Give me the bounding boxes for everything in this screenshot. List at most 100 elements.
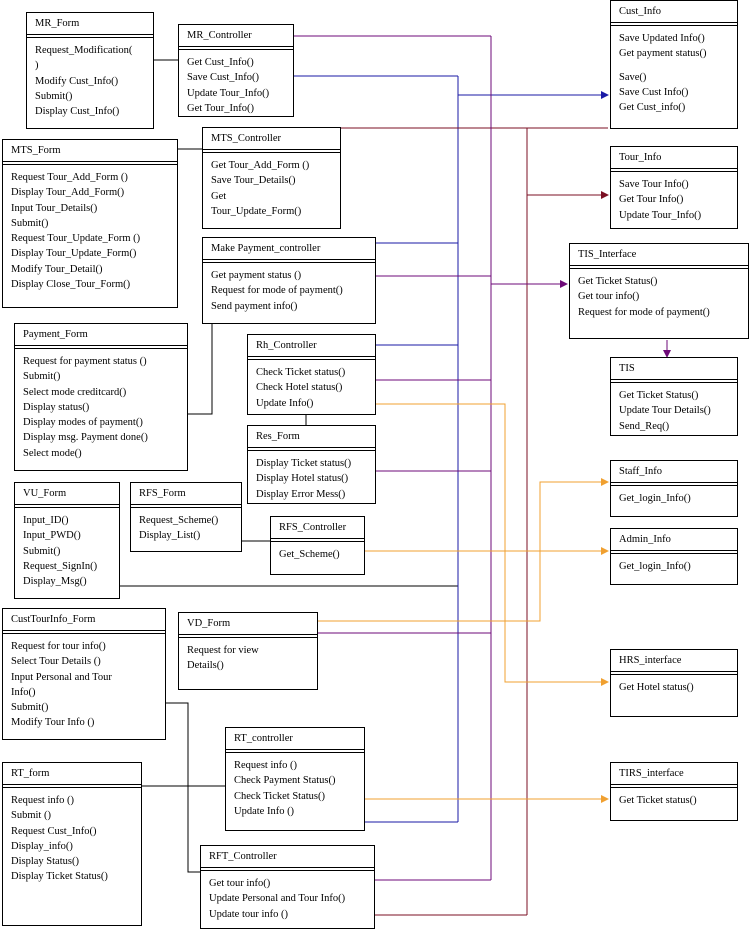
- operation: Display msg. Payment done(): [23, 432, 148, 444]
- attribute-compartment: [179, 634, 317, 638]
- operation: Update Tour Details(): [619, 405, 711, 417]
- operation: Get Tour_Add_Form (): [211, 160, 310, 171]
- operation: Select Tour Details (): [11, 656, 101, 668]
- operation: Request for payment status (): [23, 356, 147, 367]
- attribute-compartment: [203, 259, 375, 263]
- class-name: Make Payment_controller: [211, 243, 321, 254]
- operation: Get Hotel status(): [619, 682, 694, 693]
- attribute-compartment: [271, 538, 364, 542]
- operation: Modify Cust_Info(): [35, 75, 119, 87]
- operation: Request info (): [11, 795, 74, 806]
- operation: Get Tour_Info(): [187, 102, 255, 114]
- operation: Display status(): [23, 401, 90, 413]
- attribute-compartment: [203, 149, 340, 153]
- operation: Submit (): [11, 810, 51, 822]
- class-name: TIRS_interface: [619, 768, 684, 779]
- operation: Display Tour_Add_Form(): [11, 187, 125, 199]
- operation: Update Info(): [256, 397, 314, 409]
- operation: Get Ticket Status(): [578, 276, 658, 287]
- operation: Check Hotel status(): [256, 382, 343, 394]
- operation: Get_Scheme(): [279, 549, 340, 560]
- class-name: TIS_Interface: [578, 249, 637, 260]
- attribute-compartment: [179, 46, 293, 50]
- attribute-compartment: [27, 34, 153, 38]
- operations-compartment: Save Updated Info()Get payment status()S…: [611, 26, 737, 115]
- operation: Send_Req(): [619, 420, 670, 432]
- operations-compartment: Check Ticket status() Check Hotel status(…: [248, 360, 375, 411]
- operations-compartment: Get Ticket Status() Get tour info()Reque…: [570, 269, 748, 320]
- attribute-compartment: [201, 867, 374, 871]
- attribute-compartment: [3, 161, 177, 165]
- class-name: MTS_Controller: [211, 133, 281, 144]
- operations-compartment: Request info ()Check Payment Status()Che…: [226, 753, 364, 819]
- operation: Display Error Mess(): [256, 488, 346, 500]
- operation: ): [35, 60, 39, 72]
- attribute-compartment: [611, 550, 737, 554]
- operation: Request Tour_Update_Form (): [11, 233, 141, 245]
- operation: Input Tour_Details(): [11, 202, 98, 214]
- operation: Request_SignIn(): [23, 560, 98, 572]
- operations-compartment: Get tour info()Update Personal and Tour …: [201, 871, 374, 922]
- operations-compartment: Display Ticket status()Display Hotel sta…: [248, 451, 375, 502]
- operation: Get_login_Info(): [619, 561, 691, 572]
- operation: Display Status(): [11, 856, 79, 868]
- attribute-compartment: [611, 379, 737, 383]
- operation: Check Ticket status(): [256, 367, 346, 378]
- operation: Request for mode of payment(): [211, 285, 343, 297]
- operation: Get: [211, 190, 227, 202]
- operations-compartment: Get_login_Info(): [611, 486, 737, 506]
- operation: Get tour info(): [209, 878, 271, 889]
- class-name: Res_Form: [256, 431, 300, 442]
- operation: Get Cust_Info(): [187, 57, 254, 68]
- operation: Select mode(): [23, 447, 82, 459]
- class-name: TIS: [619, 363, 635, 374]
- operation: Request_Scheme(): [139, 515, 219, 526]
- operation: Display_info(): [11, 840, 73, 852]
- operation: Request for tour info(): [11, 641, 106, 652]
- operation: Input_PWD(): [23, 530, 81, 542]
- operations-compartment: Request info ()Submit ()Request Cust_Inf…: [3, 788, 141, 885]
- attribute-compartment: [15, 345, 187, 349]
- operation: Save Updated Info(): [619, 33, 705, 44]
- attribute-compartment: [611, 22, 737, 26]
- class-name: Admin_Info: [619, 534, 671, 545]
- operation: Request Tour_Add_Form (): [11, 172, 128, 183]
- class-name: CustTourInfo_Form: [11, 614, 96, 625]
- operation: Display Cust_Info(): [35, 106, 120, 118]
- operation: Request for mode of payment(): [578, 306, 710, 318]
- operation: Send payment info(): [211, 300, 298, 312]
- attribute-compartment: [611, 168, 737, 172]
- operation: Tour_Update_Form(): [211, 205, 302, 217]
- operation: Request_Modification(: [35, 45, 133, 56]
- attribute-compartment: [248, 447, 375, 451]
- operation: Input Personal and Tour: [11, 671, 112, 683]
- operations-compartment: Get_Scheme(): [271, 542, 364, 562]
- operation: Save Tour Info(): [619, 179, 689, 190]
- attribute-compartment: [226, 749, 364, 753]
- operation: Submit(): [23, 545, 61, 557]
- attribute-compartment: [611, 784, 737, 788]
- class-name: RT_form: [11, 768, 50, 779]
- orange-rh-to-hrs: [376, 403, 609, 686]
- operation: Submit(): [23, 371, 61, 383]
- class-name: Staff_Info: [619, 466, 662, 477]
- link-custtourinfo-rft-controller: [166, 702, 200, 873]
- operations-compartment: Request_Modification() Modify Cust_Info()…: [27, 38, 153, 119]
- operation: Display Ticket status(): [256, 458, 352, 469]
